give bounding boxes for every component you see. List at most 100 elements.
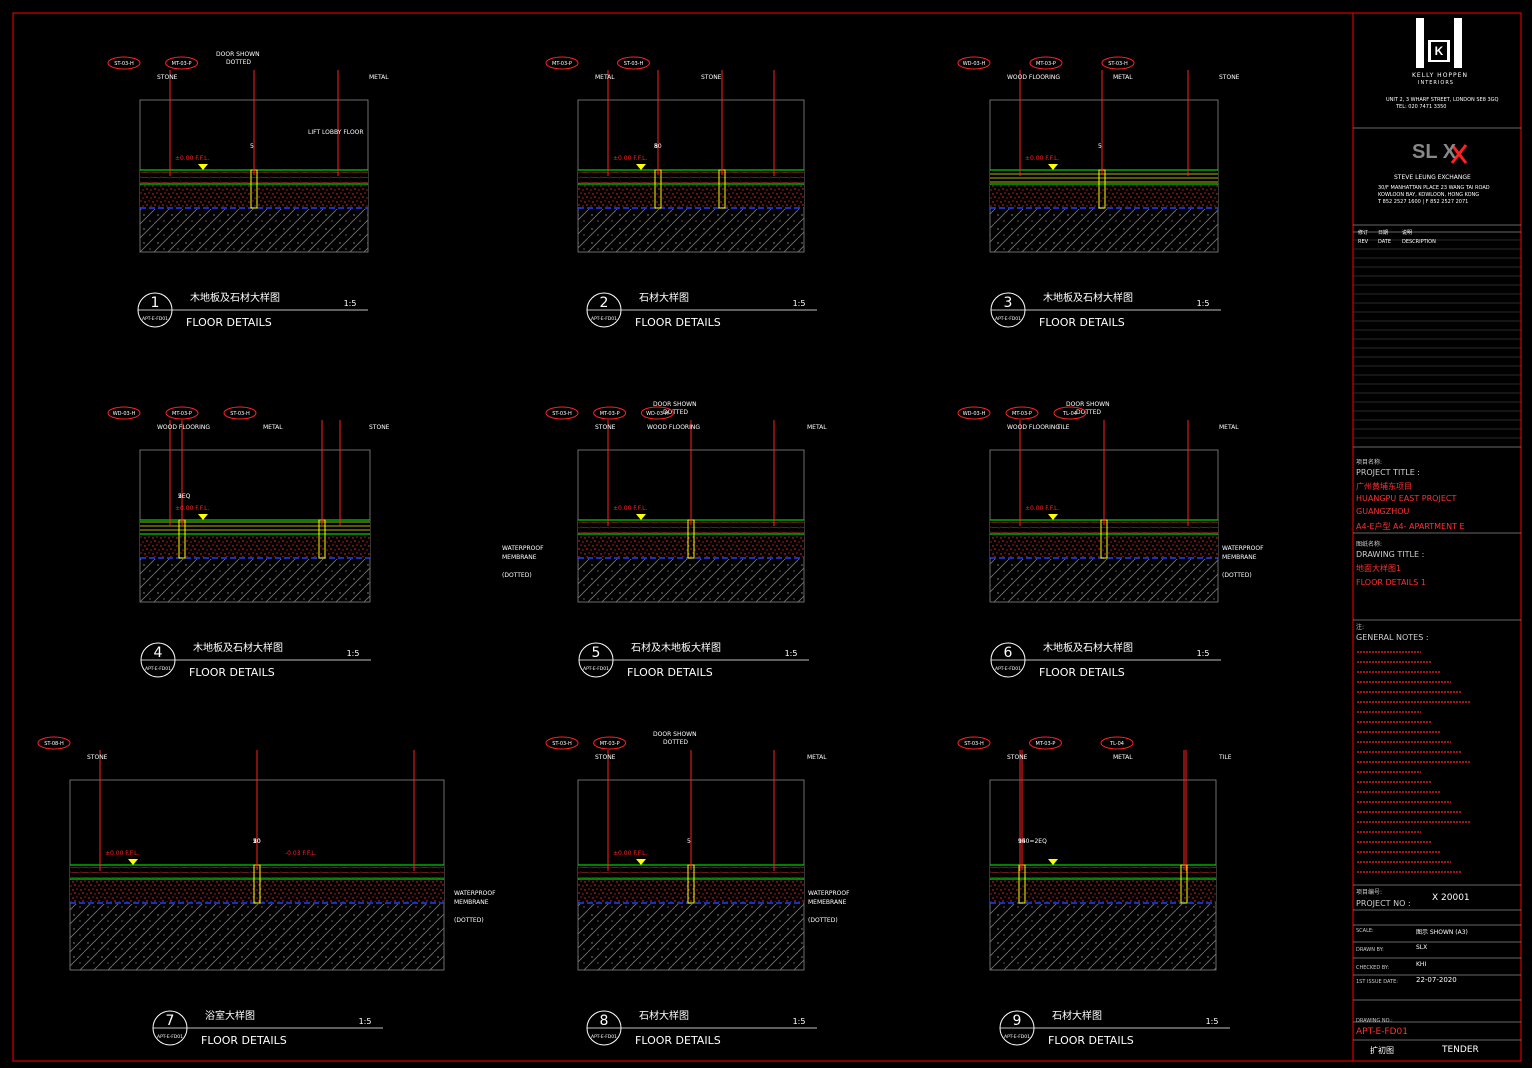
material-tag: ST-03-H [624, 61, 644, 67]
material-tag: WD-03-H [646, 411, 669, 417]
screed-layer [990, 880, 1216, 902]
project-cn: 广州黄埔东项目 [1356, 482, 1412, 491]
note-label: 940=2EQ [1018, 838, 1047, 845]
detail-title-en: FLOOR DETAILS [627, 666, 713, 679]
note-label: METAL [807, 424, 827, 431]
finish-layer [578, 170, 804, 184]
detail-title-en: FLOOR DETAILS [1039, 666, 1125, 679]
ffl-marker [198, 164, 208, 170]
kelly-hoppen-logo: K [1414, 18, 1464, 68]
material-tag-oval [37, 736, 71, 750]
note-label: 5 [178, 493, 182, 500]
note-label: STONE [157, 74, 178, 81]
rev-header-0: REV [1358, 239, 1369, 245]
note-label: 2EQ [178, 493, 191, 500]
detail-title-cn: 木地板及石材大样图 [190, 291, 280, 304]
stage: TENDER [1442, 1045, 1479, 1055]
note-label: 5 [687, 838, 691, 845]
screed-layer [70, 880, 444, 902]
detail-title-cn: 石材大样图 [639, 291, 689, 304]
drawing-title-cn: 图纸名称: [1356, 541, 1383, 548]
note-label: DOTTED [663, 409, 688, 416]
ffl-marker [1048, 514, 1058, 520]
scale-value: 图示 SHOWN (A3) [1416, 929, 1468, 936]
finish-layer [578, 520, 804, 534]
material-tag-oval [617, 56, 650, 70]
note-label: STONE [595, 424, 616, 431]
slab-layer [140, 209, 368, 252]
note-label: WATERPROOF [1222, 545, 1264, 552]
rev-header-2: DESCRIPTION [1402, 239, 1436, 245]
project-en1: HUANGPU EAST PROJECT [1356, 494, 1457, 503]
project-no-label: PROJECT NO : [1356, 899, 1411, 908]
project-title-label: PROJECT TITLE : [1356, 468, 1420, 477]
title-block-graphics [1353, 127, 1521, 1041]
screed-layer [578, 535, 804, 557]
firm2-name: STEVE LEUNG EXCHANGE [1394, 174, 1471, 181]
material-tag: MT-03-P [1036, 61, 1056, 67]
detail-title-en: FLOOR DETAILS [189, 666, 275, 679]
detail-ref: APT-E-FD01 [591, 316, 617, 322]
note-label: ±0.00 F.F.L. [613, 155, 647, 162]
material-tag: MT-03-P [552, 61, 572, 67]
note-label: WOOD FLOORING [157, 424, 210, 431]
material-tag: TL-04 [1109, 741, 1124, 747]
detail-title-cn: 浴室大样图 [205, 1009, 255, 1022]
note-label: ±0.00 F.F.L. [175, 155, 209, 162]
slab-layer [140, 559, 370, 602]
note-label: MEMBRANE [502, 554, 537, 561]
detail-number: 1 [151, 295, 160, 311]
material-tag: WD-03-H [963, 61, 986, 67]
firm1-address: UNIT 2, 3 WHARF STREET, LONDON SE8 3GQ [1386, 97, 1499, 103]
note-label: METAL [1219, 424, 1239, 431]
note-label: 15 [1018, 838, 1026, 845]
screed-layer [578, 880, 804, 902]
finish-layer [990, 170, 1218, 184]
detail-title-cn: 石材大样图 [639, 1009, 689, 1022]
note-label: ±0.00 F.F.L. [175, 505, 209, 512]
note-label: 10 [253, 838, 261, 845]
detail-number: 8 [600, 1013, 609, 1029]
material-tag: ST-03-H [1108, 61, 1128, 67]
note-label: ±0.00 F.F.L. [105, 850, 139, 857]
scale-label: SCALE: [1356, 928, 1374, 934]
detail-scale: 1:5 [1206, 1017, 1219, 1026]
drawing-en: FLOOR DETAILS 1 [1356, 578, 1426, 587]
project-no-cn: 项目编号: [1356, 889, 1383, 896]
ffl-marker [636, 859, 646, 865]
detail-ref: APT-E-FD01 [995, 666, 1021, 672]
detail-scale: 1:5 [793, 299, 806, 308]
detail-scale: 1:5 [1197, 299, 1210, 308]
note-label: -0.03 F.F.L. [285, 850, 317, 857]
rev-header-cn-1: 日期 [1378, 230, 1389, 236]
firm1-sub: INTERIORS [1418, 80, 1454, 86]
ffl-marker [128, 859, 138, 865]
note-label: TILE [1218, 754, 1232, 761]
note-label: STONE [87, 754, 108, 761]
detail-scale: 1:5 [344, 299, 357, 308]
material-tag-oval [640, 406, 674, 420]
note-label: DOOR SHOWN [216, 51, 260, 58]
material-tag-oval [545, 56, 579, 70]
material-tag-oval [1029, 736, 1062, 750]
material-tag-oval [593, 406, 627, 420]
material-tag-oval [107, 406, 141, 420]
project-en3: A4-E户型 A4- APARTMENT E [1356, 522, 1465, 531]
firm2-tel: T 852 2527 1600 | F 852 2527 2071 [1378, 199, 1469, 205]
material-tag-oval [165, 406, 199, 420]
note-label: (DOTTED) [454, 917, 484, 924]
material-tag: MT-03-P [172, 61, 192, 67]
stage-cn: 扩初图 [1370, 1046, 1394, 1055]
finish-layer [70, 865, 444, 879]
drawn-label: DRAWN BY: [1356, 947, 1384, 953]
detail-title-en: FLOOR DETAILS [635, 1034, 721, 1047]
note-label: WATERPROOF [454, 890, 496, 897]
note-label: 5 [654, 143, 658, 150]
slab-layer [990, 209, 1218, 252]
note-label: ±0.00 F.F.L. [1025, 505, 1059, 512]
screed-layer [140, 535, 370, 557]
finish-layer [140, 520, 370, 534]
